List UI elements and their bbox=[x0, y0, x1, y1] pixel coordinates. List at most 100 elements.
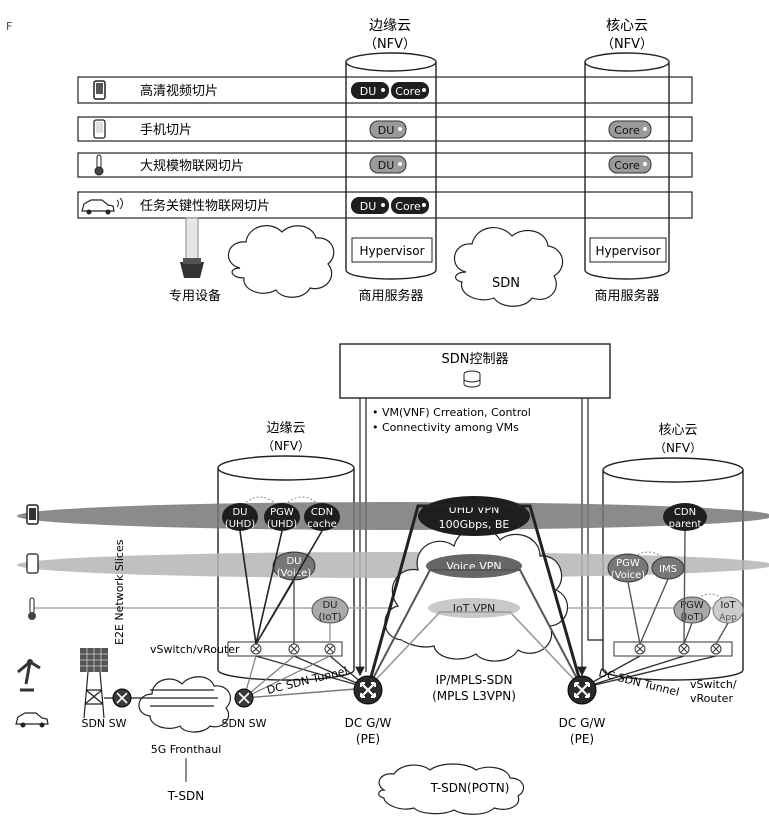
vnf-cdn-parent-1: CDN bbox=[674, 507, 696, 518]
top-core-cloud-title: 核心云 bbox=[606, 18, 648, 34]
vpn-iot[interactable]: IoT VPN bbox=[428, 598, 520, 618]
vnf-cdn-cache-1: CDN bbox=[311, 507, 333, 518]
mpls-label-1: IP/MPLS-SDN bbox=[436, 673, 513, 687]
slice-row-mobile[interactable] bbox=[77, 116, 693, 142]
vpn-uhd-spec: 100Gbps, BE bbox=[439, 518, 510, 531]
dc-gateway-left[interactable]: DC G/W (PE) bbox=[345, 674, 392, 746]
thermometer-icon bbox=[94, 154, 104, 176]
slice-row-massive-iot[interactable] bbox=[77, 152, 693, 178]
slice-bars: 高清视频切片 手机切片 大规模物联网切片 任务关键性物联网切片 bbox=[77, 76, 693, 219]
dedicated-device-icon bbox=[180, 217, 204, 278]
vpn-voice[interactable]: Voice VPN bbox=[426, 554, 522, 578]
core-vswitch-label-1: vSwitch/ bbox=[690, 678, 737, 691]
tsdn-label: T-SDN bbox=[167, 789, 204, 803]
e2e-slice-bands bbox=[17, 502, 769, 609]
radio-tower-icon bbox=[80, 648, 108, 719]
core-vswitch: vSwitch/ vRouter bbox=[613, 641, 737, 705]
vnf-du-voice-2: (Voice) bbox=[277, 568, 312, 579]
sdn-sw-right-label: SDN SW bbox=[221, 717, 266, 730]
vnf-links bbox=[239, 530, 729, 645]
top-cloud-sdn: SDN bbox=[453, 227, 564, 307]
mobile-phone-icon bbox=[93, 119, 106, 139]
edge-vnfs: DU (UHD) PGW (UHD) CDN cache DU (Voice) … bbox=[222, 496, 349, 624]
vnf-pills: DU Core DU Core DU Core DU Core bbox=[351, 82, 652, 214]
sdn-switch-right[interactable]: SDN SW bbox=[221, 688, 267, 730]
mpls-label-2: (MPLS L3VPN) bbox=[432, 689, 516, 703]
top-cloud-left bbox=[228, 225, 335, 298]
vnf-du-uhd-2: (UHD) bbox=[225, 519, 255, 530]
robot-arm-icon bbox=[17, 659, 41, 692]
wan-links bbox=[243, 504, 717, 699]
top-core-hypervisor: Hypervisor bbox=[595, 244, 660, 258]
pill-core-mobile: Core bbox=[614, 124, 640, 137]
vnf-iot-app-1: IoT bbox=[720, 600, 736, 611]
gw-left-label-2: (PE) bbox=[356, 732, 380, 746]
bottom-edge-cloud-sub: （NFV） bbox=[262, 439, 310, 453]
slice-row-hd-video[interactable] bbox=[77, 76, 693, 104]
vnf-du-voice-1: DU bbox=[286, 556, 301, 567]
pill-core-massive-iot: Core bbox=[614, 159, 640, 172]
band-thermometer-icon bbox=[28, 597, 36, 620]
vnf-ims: IMS bbox=[659, 564, 677, 575]
vnf-du-iot-2: (IoT) bbox=[319, 612, 342, 623]
vnf-pgw-iot-1: PGW bbox=[680, 600, 704, 611]
tsdn-potn-label: T-SDN(POTN) bbox=[430, 781, 510, 795]
fronthaul-cloud bbox=[138, 676, 231, 733]
vpn-uhd[interactable]: UHD VPN 100Gbps, BE bbox=[418, 496, 530, 536]
corner-mark: F bbox=[6, 20, 12, 33]
edge-vswitch: vSwitch/vRouter bbox=[150, 641, 343, 657]
vnf-pgw-voice-2: (Voice) bbox=[611, 570, 646, 581]
slice-label-massive-iot: 大规模物联网切片 bbox=[140, 159, 244, 174]
slice-row-critical-iot[interactable] bbox=[77, 191, 693, 219]
slice-label-hd-video: 高清视频切片 bbox=[140, 83, 218, 99]
bottom-core-cloud-sub: （NFV） bbox=[654, 441, 702, 455]
vnf-iot-app-2: App bbox=[719, 613, 737, 623]
vnf-pgw-uhd-1: PGW bbox=[270, 507, 294, 518]
vnf-pgw-voice-1: PGW bbox=[616, 558, 640, 569]
slice-label-mobile: 手机切片 bbox=[140, 123, 192, 138]
top-edge-cloud: 边缘云 （NFV） Hypervisor 商用服务器 bbox=[345, 18, 437, 304]
top-sdn-label: SDN bbox=[492, 276, 520, 291]
pill-du-critical-iot: DU bbox=[360, 200, 377, 213]
top-core-server-label: 商用服务器 bbox=[594, 288, 659, 304]
car-device-icon bbox=[15, 712, 49, 728]
vnf-pgw-iot-2: (IoT) bbox=[681, 612, 704, 623]
gw-left-label-1: DC G/W bbox=[345, 716, 392, 730]
vnf-cdn-cache-2: cache bbox=[307, 519, 337, 530]
smartphone-icon bbox=[93, 80, 106, 100]
vnf-du-iot-1: DU bbox=[322, 600, 337, 611]
sdn-switch-left[interactable]: SDN SW bbox=[81, 688, 132, 730]
bottom-core-cloud: 核心云 （NFV） bbox=[602, 423, 744, 681]
sdn-controller-title: SDN控制器 bbox=[442, 352, 509, 367]
band-phone-icon bbox=[26, 504, 39, 525]
top-edge-cloud-title: 边缘云 bbox=[369, 18, 411, 34]
dedicated-device-label: 专用设备 bbox=[169, 288, 221, 304]
vpn-iot-name: IoT VPN bbox=[453, 602, 496, 615]
top-edge-cloud-sub: （NFV） bbox=[364, 37, 416, 52]
top-edge-server-label: 商用服务器 bbox=[358, 288, 423, 304]
vnf-cdn-parent-2: parent bbox=[669, 519, 702, 530]
controller-links bbox=[355, 398, 614, 677]
bullet-connectivity: • Connectivity among VMs bbox=[372, 421, 519, 434]
pill-du-massive-iot: DU bbox=[378, 159, 395, 172]
pill-core-critical-iot: Core bbox=[395, 200, 421, 213]
sdn-sw-left-label: SDN SW bbox=[81, 717, 126, 730]
sdn-controller[interactable]: SDN控制器 bbox=[339, 343, 611, 399]
fronthaul-label: 5G Fronthaul bbox=[151, 743, 222, 756]
bullet-vm-creation: • VM(VNF) Crreation, Control bbox=[372, 406, 531, 419]
band-mobile-icon bbox=[26, 553, 39, 574]
pill-du-hd: DU bbox=[360, 85, 377, 98]
edge-vswitch-label: vSwitch/vRouter bbox=[150, 643, 240, 656]
slice-label-critical-iot: 任务关键性物联网切片 bbox=[140, 198, 270, 214]
vnf-pgw-uhd-2: (UHD) bbox=[267, 519, 297, 530]
vpn-voice-name: Voice VPN bbox=[446, 560, 501, 573]
car-icon bbox=[81, 197, 123, 215]
bottom-edge-cloud-title: 边缘云 bbox=[266, 421, 305, 436]
top-core-cloud-sub: （NFV） bbox=[601, 37, 653, 52]
tsdn-potn-cloud: T-SDN(POTN) bbox=[378, 763, 525, 815]
database-icon bbox=[463, 370, 481, 388]
core-vnfs: CDN parent PGW (Voice) IMS PGW (IoT) IoT… bbox=[607, 503, 744, 624]
top-edge-hypervisor: Hypervisor bbox=[359, 244, 424, 258]
dc-gateway-right[interactable]: DC G/W (PE) bbox=[559, 674, 606, 746]
